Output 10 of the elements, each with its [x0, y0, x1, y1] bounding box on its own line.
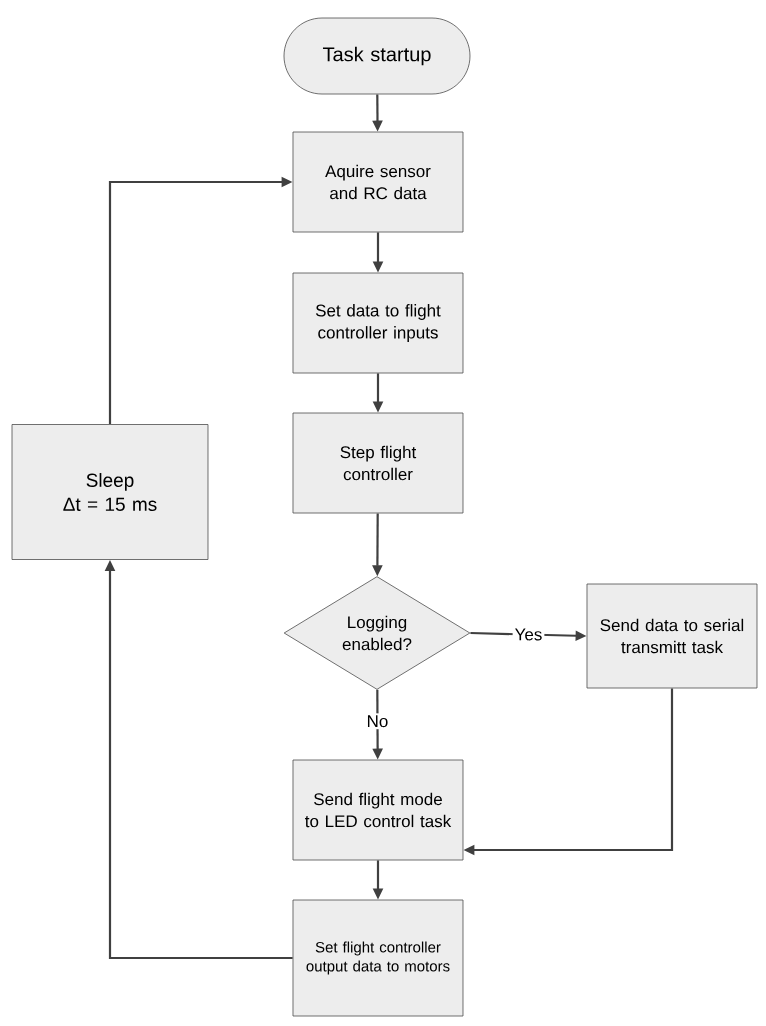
process-box: Sleep Δt = 15 ms [11, 424, 209, 560]
process-box: Set data to flight controller inputs [292, 272, 464, 374]
edge-label: Yes [512, 626, 545, 643]
edge-label: No [364, 713, 391, 730]
process-box: Send flight mode to LED control task [292, 759, 464, 861]
process-box: Step flight controller [292, 412, 464, 514]
process-box: Set flight controller output data to motors [292, 899, 464, 1017]
start-terminal: Task startup [283, 17, 471, 95]
process-box: Send data to serial transmitt task [586, 583, 758, 689]
process-box: Aquire sensor and RC data [292, 131, 464, 233]
